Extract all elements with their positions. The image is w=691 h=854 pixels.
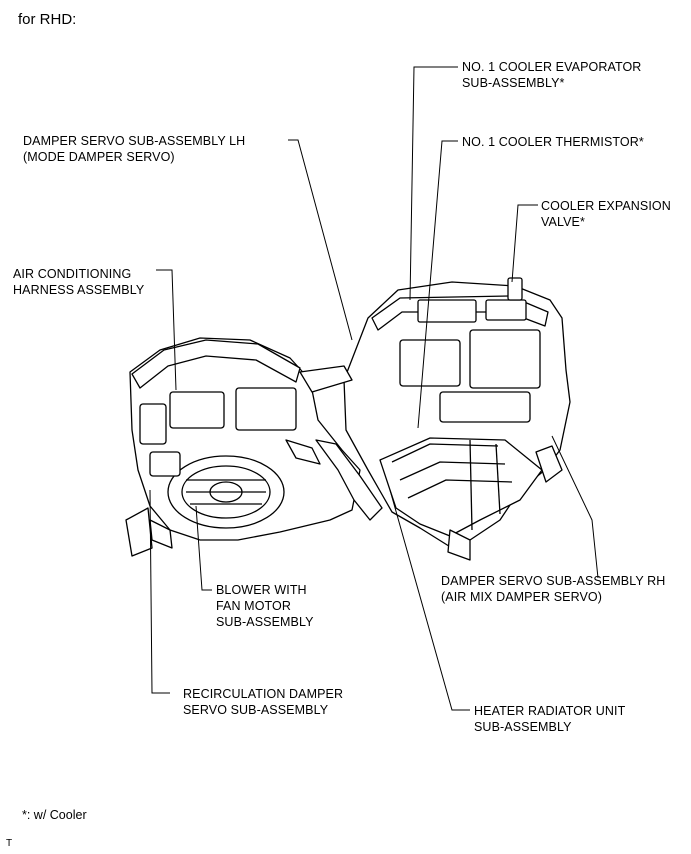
leader-recirc (149, 489, 170, 694)
connecting-duct (299, 365, 353, 393)
label-expansion-valve: COOLER EXPANSION VALVE* (541, 199, 671, 229)
left-housing-top (131, 339, 301, 389)
corner-code: T (6, 838, 13, 849)
label-blower: BLOWER WITH FAN MOTOR SUB-ASSEMBLY (216, 583, 314, 629)
leader-evaporator (409, 66, 458, 301)
leader-harness (156, 269, 177, 391)
leader-damper-rh (551, 435, 599, 579)
leader-expansion (511, 204, 538, 283)
label-recirculation-servo: RECIRCULATION DAMPER SERVO SUB-ASSEMBLY (183, 687, 344, 717)
heater-radiator-core (379, 437, 543, 537)
leader-damper-lh (288, 139, 353, 341)
label-evaporator: NO. 1 COOLER EVAPORATOR SUB-ASSEMBLY* (462, 60, 642, 90)
leader-blower (195, 505, 212, 591)
label-damper-servo-lh: DAMPER SERVO SUB-ASSEMBLY LH (MODE DAMPE… (23, 134, 246, 164)
label-damper-servo-rh: DAMPER SERVO SUB-ASSEMBLY RH (AIR MIX DA… (441, 574, 666, 604)
leader-thermistor (417, 140, 458, 429)
label-harness: AIR CONDITIONING HARNESS ASSEMBLY (13, 267, 145, 297)
page-header: for RHD: (18, 11, 77, 28)
label-heater-radiator: HEATER RADIATOR UNIT SUB-ASSEMBLY (474, 704, 626, 734)
footnote: *: w/ Cooler (22, 808, 87, 822)
label-thermistor: NO. 1 COOLER THERMISTOR* (462, 135, 644, 149)
leader-heater (389, 489, 470, 711)
